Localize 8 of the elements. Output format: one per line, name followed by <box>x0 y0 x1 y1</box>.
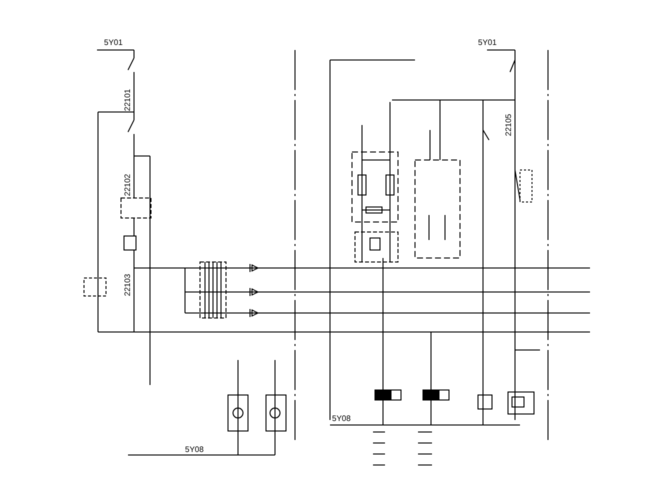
wire-number: 22103 <box>123 274 132 296</box>
wire-number: 5Y08 <box>332 414 351 423</box>
wire-number: 5Y01 <box>104 38 123 47</box>
wire-number: 22101 <box>123 88 132 112</box>
wire-number: 5Y08 <box>185 445 204 454</box>
wire-number: 5Y01 <box>478 38 497 47</box>
wire-number: 22102 <box>123 174 132 196</box>
wire-number: 22105 <box>504 114 513 136</box>
